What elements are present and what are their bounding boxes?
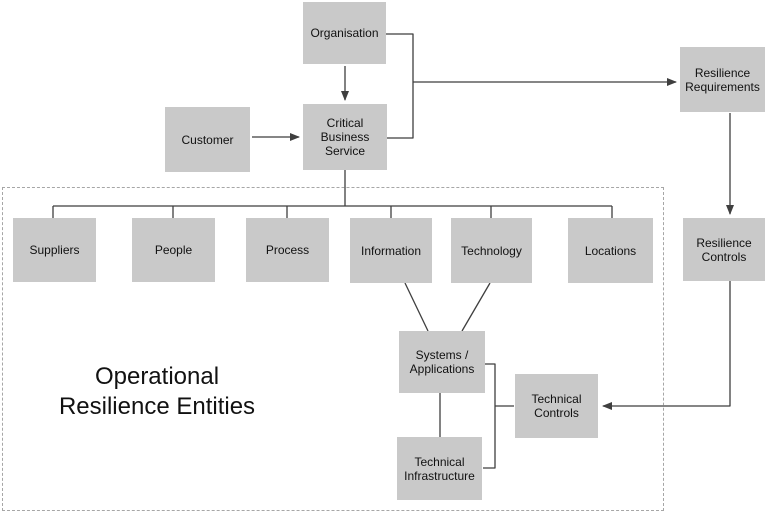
node-customer: Customer [165,107,250,172]
node-systems-applications: Systems / Applications [399,331,485,393]
node-technology: Technology [451,218,532,283]
node-resilience-requirements-label: Resilience Requirements [685,65,760,94]
node-organisation-label: Organisation [310,26,379,40]
node-locations: Locations [568,218,653,283]
node-people: People [132,218,215,282]
node-technical-infrastructure-label: Technical Infrastructure [404,454,475,483]
node-organisation: Organisation [303,2,386,64]
edge-resilience-controls-to-technical-controls [602,281,731,410]
node-technical-controls: Technical Controls [515,374,598,438]
node-information-label: Information [360,243,422,258]
node-critical-business-service: Critical Business Service [303,104,387,170]
node-resilience-controls-label: Resilience Controls [696,235,752,264]
container-title: Operational Resilience Entities [58,363,256,420]
edge-bracket-systems-infrastructure [483,363,496,469]
node-technical-infrastructure: Technical Infrastructure [397,437,482,500]
node-locations-label: Locations [584,243,637,258]
node-resilience-controls: Resilience Controls [683,218,765,281]
node-customer-label: Customer [181,132,234,147]
node-technical-controls-label: Technical Controls [531,392,582,420]
edge-information-to-systems-applications [404,282,429,332]
node-process-label: Process [265,243,310,257]
edge-bracket-organisation-cbs [386,33,414,139]
node-suppliers: Suppliers [13,218,96,282]
node-critical-business-service-label: Critical Business Service [320,116,370,158]
node-process: Process [246,218,329,282]
node-people-label: People [154,243,193,257]
operational-resilience-entities-container [2,187,664,511]
node-information: Information [350,218,432,283]
node-suppliers-label: Suppliers [29,243,80,257]
edge-technology-to-systems-applications [461,282,491,332]
node-technology-label: Technology [461,243,522,258]
node-resilience-requirements: Resilience Requirements [680,47,765,112]
node-systems-applications-label: Systems / Applications [409,348,475,376]
